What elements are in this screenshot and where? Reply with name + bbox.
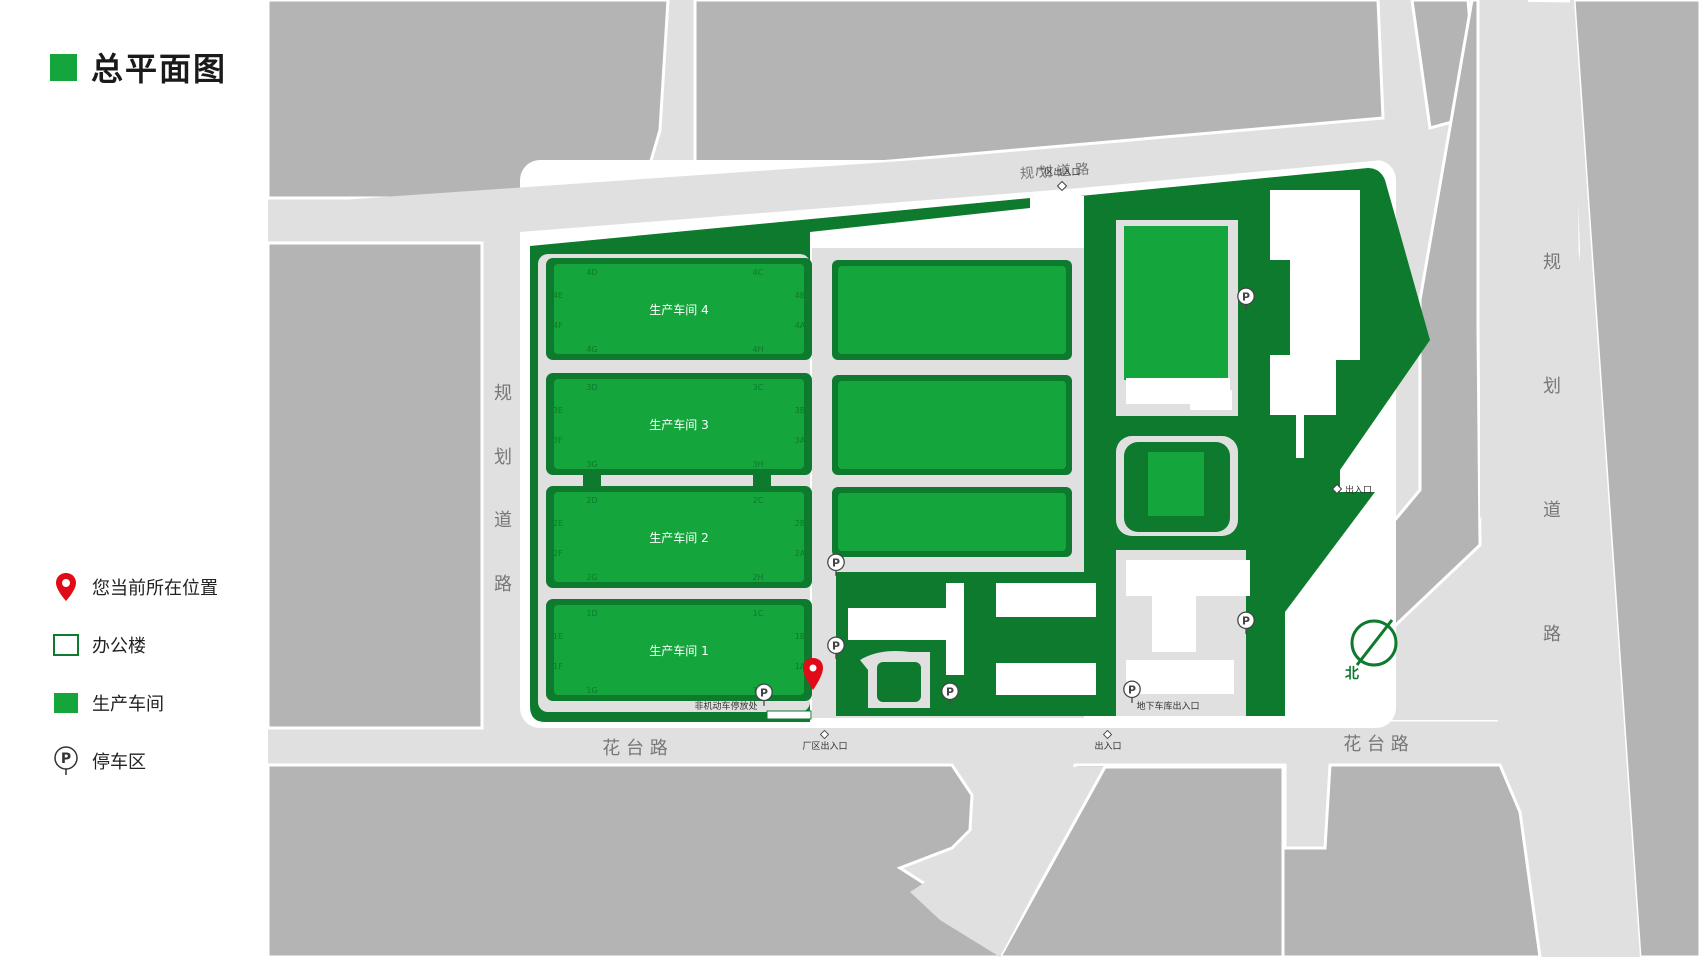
workshop-door-tag: 3D [586,383,597,392]
workshop-door-tag: 3B [795,406,806,415]
block-s [266,763,1542,959]
workshop-door-tag: 3A [795,436,806,445]
workshop-1: 生产车间 11D1C1E1F1B1A1G1H [546,599,812,701]
workshop-door-tag: 1C [753,609,764,618]
middle-halls [832,260,1100,716]
legend-item-parking: P 停车区 [52,746,146,776]
workshop-door-tag: 2C [753,496,764,505]
workshop-door-tag: 1A [795,662,806,671]
garage-entrance-label: 地下车库出入口 [1136,700,1199,712]
road-label-west-char: 路 [494,574,512,595]
workshop-3: 生产车间 3 3D 3C 3E 3F 3B 3A 3G 3H [546,373,812,475]
road-label-west-char: 划 [494,447,512,468]
workshop-label: 生产车间 2 [649,530,708,545]
workshop-label: 生产车间 1 [649,643,708,658]
workshop-square-icon [52,689,80,717]
current-location-pin [803,658,823,690]
workshop-door-tag: 1F [553,662,563,671]
workshop-door-tag: 2B [795,519,806,528]
workshop-door-tag: 3C [753,383,764,392]
surrounding-blocks [266,0,1700,959]
workshop-door-tag: 2H [752,573,763,582]
workshop-door-tag: 1E [553,632,563,641]
north-compass-icon: 北 [1345,619,1398,682]
block-n [693,0,1385,180]
workshop-door-tag: 4C [753,268,764,277]
road-label-west-char: 道 [494,510,512,531]
workshop-4: 生产车间 4 4D 4C 4E 4F 4B 4A 4G 4H [546,258,812,360]
workshop-door-tag: 4F [553,321,563,330]
workshop-group: 生产车间 4 4D 4C 4E 4F 4B 4A 4G 4H 生产车间 3 3D 3C 3E 3F 3B 3A… [546,258,812,701]
workshop-door-tag: 4A [795,321,806,330]
road-label-east-char: 划 [1543,376,1561,397]
workshop-door-tag: 1D [586,609,597,618]
workshop-door-tag: 4H [752,345,763,354]
workshop-door-tag: 4B [795,291,806,300]
workshop-connector [583,473,601,489]
workshop-connector [753,473,771,489]
road-label-west: 规 划 道 路 [494,383,512,595]
title-square-icon [50,53,77,81]
gate-south-mid-label: 出入口 [1094,740,1121,752]
workshop-door-tag: 1G [586,686,597,695]
legend-label-workshop: 生产车间 [92,694,164,715]
road-label-north: 规 划 道 路 [1020,162,1090,183]
east-buildings [1116,190,1360,716]
gate-north-label: 厂区出入口 [1035,166,1080,178]
road-label-east-char: 路 [1543,624,1561,645]
legend-label-office: 办公楼 [92,636,146,657]
workshop-door-tag: 4G [586,345,597,354]
legend-item-location: 您当前所在位置 [52,572,218,602]
workshop-label: 生产车间 3 [649,417,708,432]
workshop-door-tag: 2A [795,549,806,558]
workshop-door-tag: 3E [553,406,563,415]
gate-east-label: 出入口 [1345,484,1372,496]
workshop-door-tag: 1B [795,632,806,641]
parking-icon: P [52,746,80,775]
site-plan-map: P [266,0,1700,959]
workshop-2: 生产车间 2 2D 2C 2E 2F 2B 2A 2G 2H [546,486,812,588]
road-label-east-char: 道 [1543,500,1561,521]
road-label-south-right: 花 台 路 [1343,734,1408,755]
block-w [266,241,484,730]
page-title-text: 总平面图 [91,50,228,88]
road-label-south-left: 花 台 路 [602,738,667,759]
workshop-door-tag: 3F [553,436,563,445]
legend-label-parking: 停车区 [92,752,146,773]
road-label-west-char: 规 [494,383,512,404]
workshop-label: 生产车间 4 [649,302,708,317]
bike-parking-label: 非机动车停放处 [694,700,757,712]
legend-item-workshop: 生产车间 [52,688,164,718]
office-outline-icon [52,631,80,659]
workshop-door-tag: 2D [586,496,597,505]
legend-item-office: 办公楼 [52,630,146,660]
workshop-door-tag: 2G [586,573,597,582]
compass-label: 北 [1345,666,1359,682]
road-label-east: 规 划 道 路 [1543,252,1561,645]
legend-panel: 总平面图 您当前所在位置 办公楼 生产车间 P 停车区 [0,0,268,957]
workshop-door-tag: 3H [752,460,763,469]
workshop-door-tag: 4E [553,291,563,300]
workshop-door-tag: 2F [553,549,563,558]
page-title: 总平面图 [50,44,227,90]
svg-text:P: P [61,751,71,767]
road-label-east-char: 规 [1543,252,1561,273]
gate-south-main-label: 厂区出入口 [802,740,847,752]
workshop-door-tag: 4D [586,268,597,277]
location-pin-icon [52,573,80,601]
workshop-door-tag: 2E [553,519,563,528]
legend-label-location: 您当前所在位置 [92,578,218,599]
bike-parking-area [766,710,812,720]
workshop-door-tag: 3G [586,460,597,469]
